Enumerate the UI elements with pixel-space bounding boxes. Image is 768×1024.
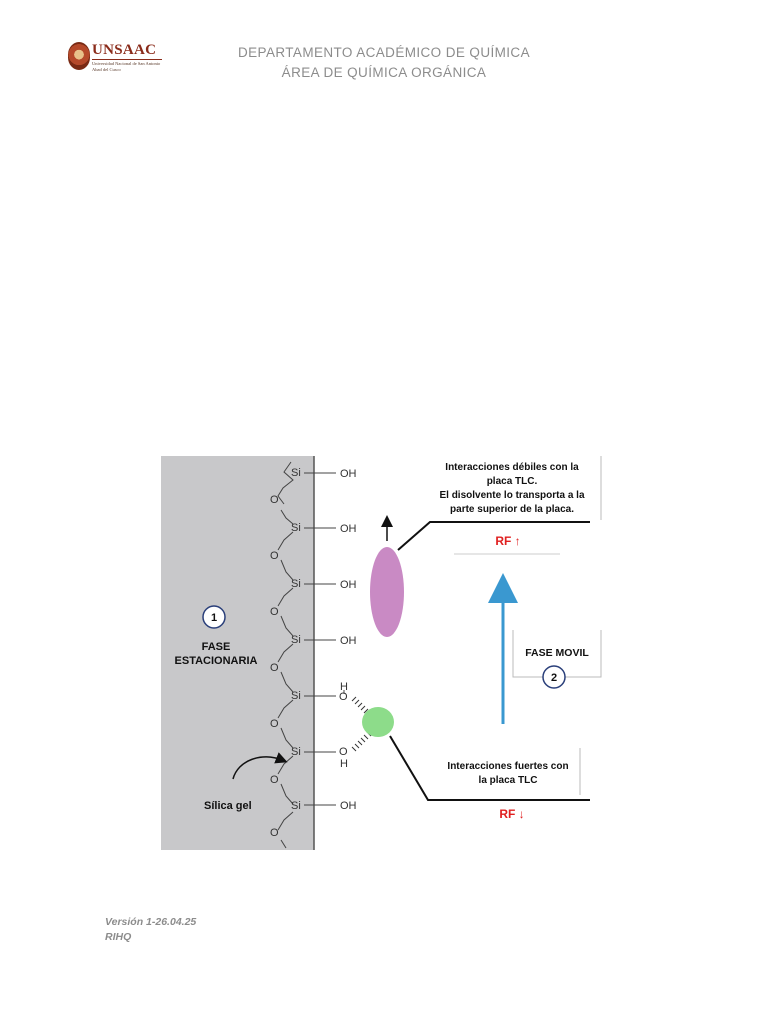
oh-label: OH bbox=[340, 800, 357, 812]
o-label: O bbox=[270, 718, 279, 730]
strong-interaction-text: la placa TLC bbox=[479, 775, 538, 786]
weak-interaction-text: Interacciones débiles con la bbox=[445, 462, 579, 473]
badge-1 bbox=[202, 605, 226, 629]
strong-interaction-text: Interacciones fuertes con bbox=[447, 761, 568, 772]
silica-curved-arrow bbox=[232, 752, 288, 780]
weak-interaction-text: El disolvente lo transporta a la bbox=[439, 490, 584, 501]
rf-high-label: RF ↑ bbox=[495, 534, 520, 548]
oh-label: OH bbox=[340, 523, 357, 535]
silica-chain bbox=[277, 461, 294, 849]
weak-interaction-text: placa TLC. bbox=[487, 476, 538, 487]
weak-interaction-spot bbox=[370, 547, 404, 637]
silanol-groups: Si OH O Si OH O Si OH O Si OH O Si O H O… bbox=[270, 467, 357, 839]
o-label: O bbox=[339, 691, 348, 703]
si-label: Si bbox=[291, 800, 301, 812]
h-label: H bbox=[340, 758, 348, 770]
si-label: Si bbox=[291, 522, 301, 534]
header-area: ÁREA DE QUÍMICA ORGÁNICA bbox=[281, 65, 487, 80]
page-header: DEPARTAMENTO ACADÉMICO DE QUÍMICA ÁREA D… bbox=[0, 43, 768, 83]
rf-low-label: RF ↓ bbox=[499, 807, 524, 821]
stationary-phase-label: FASE bbox=[202, 641, 231, 653]
oh-label: OH bbox=[340, 635, 357, 647]
weak-interaction-text: parte superior de la placa. bbox=[450, 504, 574, 515]
o-label: O bbox=[270, 662, 279, 674]
university-seal-icon bbox=[68, 42, 90, 70]
badge-1-label: 1 bbox=[211, 612, 217, 624]
mobile-phase-label: FASE MOVIL bbox=[525, 647, 589, 659]
footer-version: Versión 1-26.04.25 bbox=[105, 916, 197, 928]
unsaac-logo: UNSAAC Universidad Nacional de San Anton… bbox=[68, 42, 168, 74]
si-label: Si bbox=[291, 690, 301, 702]
o-label: O bbox=[270, 606, 279, 618]
si-label: Si bbox=[291, 467, 301, 479]
oh-label: OH bbox=[340, 579, 357, 591]
logo-name: UNSAAC bbox=[92, 42, 157, 58]
page-footer: Versión 1-26.04.25 RIHQ bbox=[105, 915, 196, 945]
oh-label: OH bbox=[340, 468, 357, 480]
header-department: DEPARTAMENTO ACADÉMICO DE QUÍMICA bbox=[238, 45, 530, 60]
badge-2 bbox=[542, 665, 566, 689]
o-label: O bbox=[270, 494, 279, 506]
o-label: O bbox=[270, 774, 279, 786]
si-label: Si bbox=[291, 746, 301, 758]
strong-callout-line bbox=[389, 735, 590, 801]
h-label: H bbox=[340, 681, 348, 693]
stationary-phase-label: ESTACIONARIA bbox=[175, 655, 258, 667]
o-label: O bbox=[270, 827, 279, 839]
silica-gel-label: Sílica gel bbox=[204, 800, 252, 812]
badge-2-label: 2 bbox=[551, 672, 557, 684]
o-label: O bbox=[339, 746, 348, 758]
si-label: Si bbox=[291, 634, 301, 646]
o-label: O bbox=[270, 550, 279, 562]
si-label: Si bbox=[291, 578, 301, 590]
stationary-phase-plate bbox=[161, 456, 314, 850]
strong-interaction-spot bbox=[362, 707, 394, 737]
weak-callout-line bbox=[397, 521, 590, 551]
footer-author: RIHQ bbox=[105, 931, 132, 943]
logo-subtitle: Universidad Nacional de San Antonio Abad… bbox=[92, 59, 162, 72]
